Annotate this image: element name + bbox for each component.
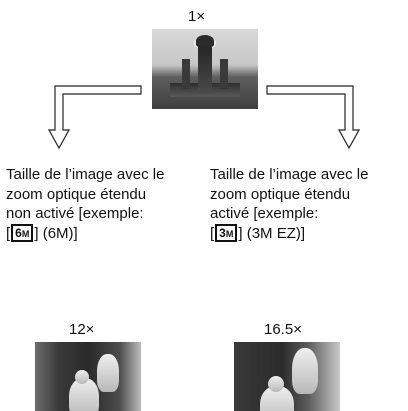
bent-arrow-down-left-icon [47,85,142,150]
photo-detail [97,354,119,392]
bracket-close: ] [34,224,39,242]
size-6m-icon: 6M [11,223,34,242]
caption-line: zoom optique étendu [6,185,147,203]
fountain-photo-zoom-16-5x [234,342,340,411]
photo-detail [268,376,284,392]
arrows-layer [47,85,361,150]
caption-line: activé [exemple: [210,205,319,222]
zoom-label-12x: 12× [69,321,95,338]
size-icon-number: 3 [219,225,226,240]
bracket-open: [ [210,224,215,242]
photo-detail [198,45,212,93]
photo-detail [220,59,228,89]
caption-line: Taille de l’image avec le [210,166,369,183]
caption-ez-off: Taille de l’image avec le zoom optique é… [6,165,164,243]
caption-line: non activé [exemple: [6,205,144,222]
caption-line: zoom optique étendu [210,185,351,203]
photo-detail [196,35,214,47]
bracket-open: [ [6,224,11,242]
size-icon-number: 6 [15,225,22,240]
bent-arrow-down-right-icon [266,85,361,150]
caption-example-line: [3M] (3M EZ)] [210,223,368,244]
fountain-photo-wide [152,29,258,109]
photo-detail [182,59,190,89]
caption-suffix: (6M)] [42,224,78,242]
size-3m-icon: 3M [215,223,238,242]
zoom-label-16-5x: 16.5× [264,321,302,338]
caption-example-line: [6M] (6M)] [6,223,164,244]
size-icon-unit: M [225,228,234,239]
photo-detail [75,370,89,384]
bracket-close: ] [238,224,243,242]
photo-detail [292,348,318,394]
size-icon-unit: M [21,228,30,239]
caption-ez-on: Taille de l’image avec le zoom optique é… [210,165,368,243]
caption-suffix: (3M EZ)] [246,224,306,242]
zoom-label-1x: 1× [188,8,206,25]
caption-line: Taille de l’image avec le [6,166,165,183]
fountain-photo-zoom-12x [35,342,141,411]
